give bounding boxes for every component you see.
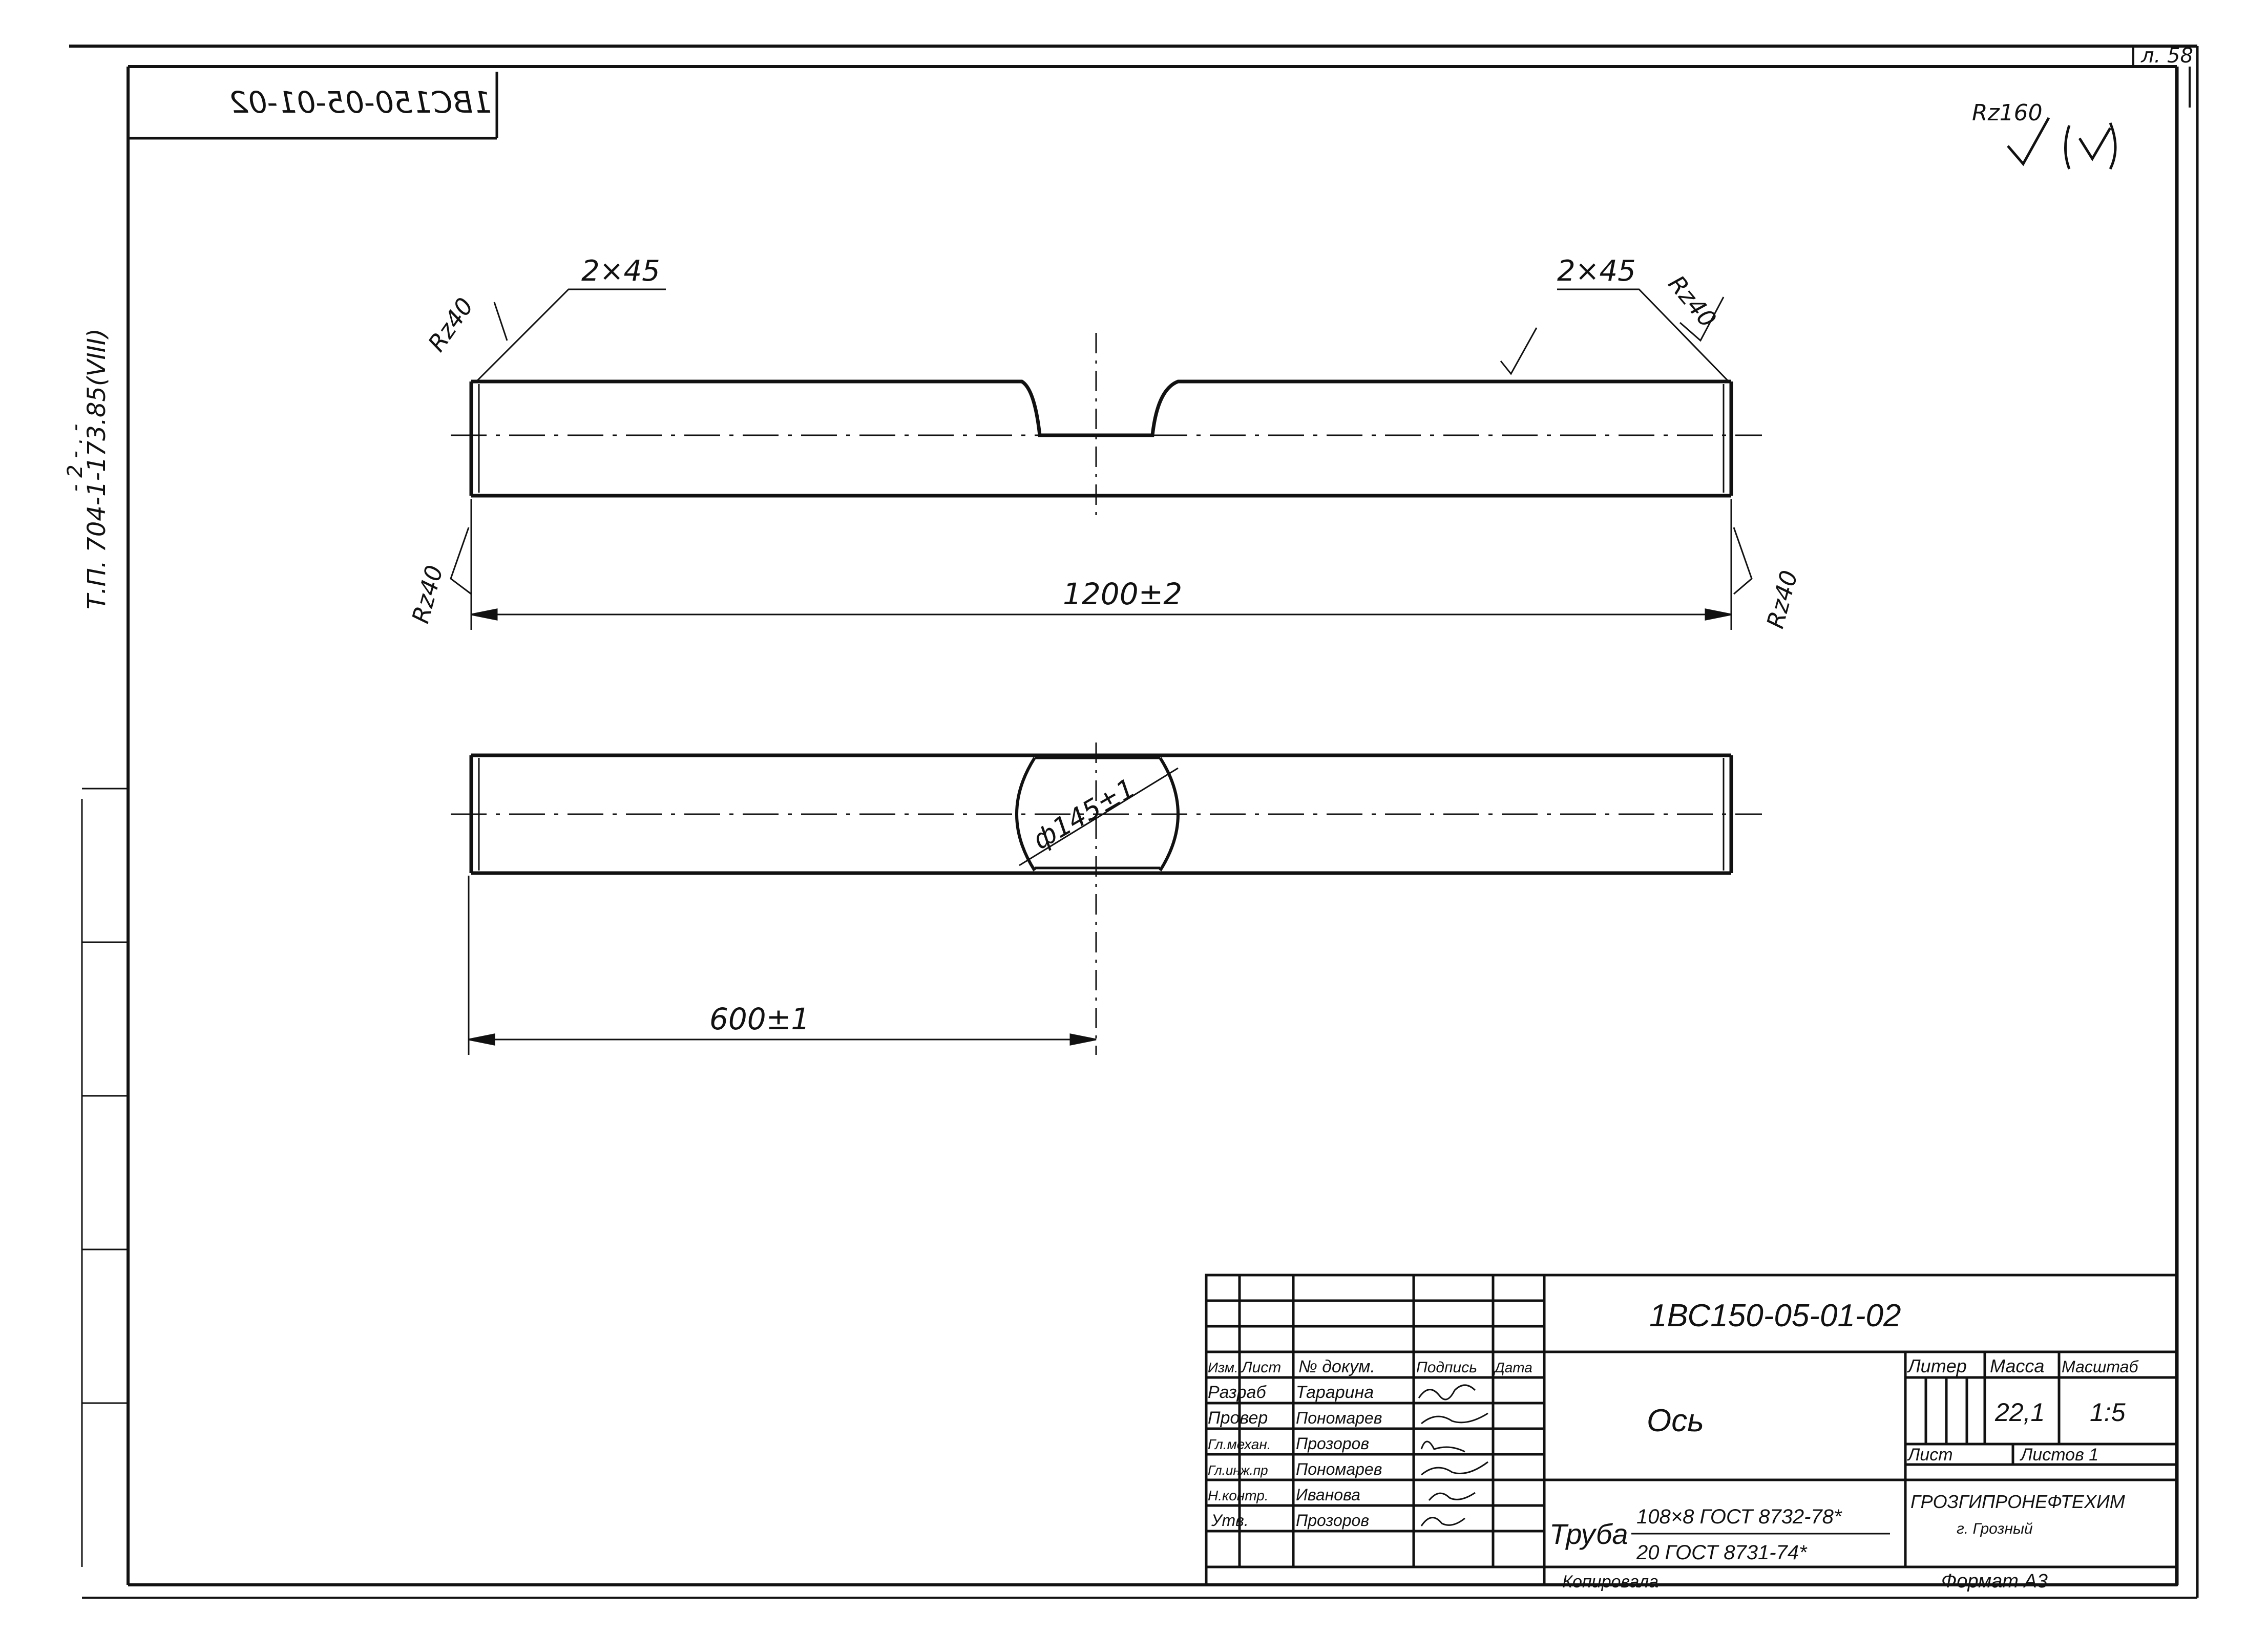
tb-copied-by: Копировала	[1562, 1572, 1658, 1592]
tb-designation: 1ВС150-05-01-02	[1649, 1298, 1901, 1333]
tb-mass-value: 22,1	[1994, 1398, 2045, 1427]
length-total-label: 1200±2	[1063, 577, 1182, 611]
tb-scale-label: Масштаб	[2062, 1358, 2138, 1376]
tb-person-3: Прозоров	[1296, 1434, 1369, 1453]
length-half-label: 600±1	[709, 1002, 810, 1036]
side-reference-extra: - 2 - . -	[64, 424, 87, 492]
axle-side-view	[450, 288, 1762, 595]
tb-person-6: Прозоров	[1296, 1511, 1369, 1530]
tb-role-2: Провер	[1208, 1408, 1268, 1428]
mirrored-code-box	[128, 72, 498, 140]
doc-code-mirrored: 1ВС150-05-01-02	[229, 85, 492, 120]
tb-mass-label: Масса	[1990, 1355, 2044, 1376]
tb-col-list: Лист	[1241, 1359, 1281, 1376]
tb-col-sign: Подпись	[1416, 1359, 1477, 1376]
chamfer-right-label: 2×45	[1557, 255, 1636, 288]
finish-general-label: Rz160	[1972, 100, 2043, 126]
finish-left-bottom: Rz40	[406, 562, 448, 626]
tb-sheet-label: Лист	[1907, 1445, 1953, 1465]
tb-org-name: ГРОЗГИПРОНЕФТЕХИМ	[1910, 1491, 2125, 1512]
side-reference: Т.П. 704-1-173.85(VIII)	[82, 328, 111, 609]
signatures	[1418, 1384, 1488, 1526]
sheet-frame	[69, 45, 2199, 1599]
tb-role-4: Гл.инж.пр	[1208, 1462, 1268, 1478]
title-block: 1ВС150-05-01-02 Ось Труба 108×8 ГОСТ 873…	[1205, 1274, 2178, 1592]
tb-material-prefix: Труба	[1549, 1518, 1628, 1550]
tb-material-line1: 108×8 ГОСТ 8732-78*	[1636, 1505, 1842, 1528]
dim-length-total	[470, 499, 1732, 630]
tb-role-6: Утв.	[1211, 1511, 1249, 1530]
tb-col-izm: Изм.	[1208, 1360, 1238, 1375]
tb-part-name: Ось	[1647, 1403, 1704, 1438]
tb-col-date: Дата	[1493, 1360, 1532, 1375]
tb-sheets-label: Листов 1	[2020, 1445, 2098, 1465]
tb-person-2: Пономарев	[1296, 1409, 1382, 1427]
tb-role-3: Гл.механ.	[1208, 1436, 1271, 1452]
chamfer-left-label: 2×45	[581, 255, 660, 288]
dim-length-half	[468, 876, 1097, 1055]
tb-role-1: Разраб	[1208, 1383, 1267, 1402]
tb-format: Формат А3	[1941, 1571, 2048, 1592]
general-finish-symbol	[2007, 117, 2117, 170]
finish-left-top: Rz40	[423, 292, 479, 356]
finish-right-bottom: Rz40	[1761, 567, 1803, 631]
tb-material-line2: 20 ГОСТ 8731-74*	[1636, 1541, 1808, 1564]
tb-scale-value: 1:5	[2090, 1398, 2126, 1427]
sheet-number: л. 58	[2140, 44, 2193, 68]
tb-person-4: Пономарев	[1296, 1460, 1382, 1478]
tb-person-1: Тарарина	[1296, 1383, 1374, 1402]
tb-col-ndoc: № докум.	[1298, 1357, 1375, 1376]
tb-role-5: Н.контр.	[1208, 1488, 1269, 1503]
axle-top-view	[451, 743, 1762, 1055]
tb-org-city: г. Грозный	[1957, 1520, 2033, 1537]
tb-litera-label: Литер	[1907, 1355, 1967, 1376]
tb-person-5: Иванова	[1296, 1486, 1360, 1504]
